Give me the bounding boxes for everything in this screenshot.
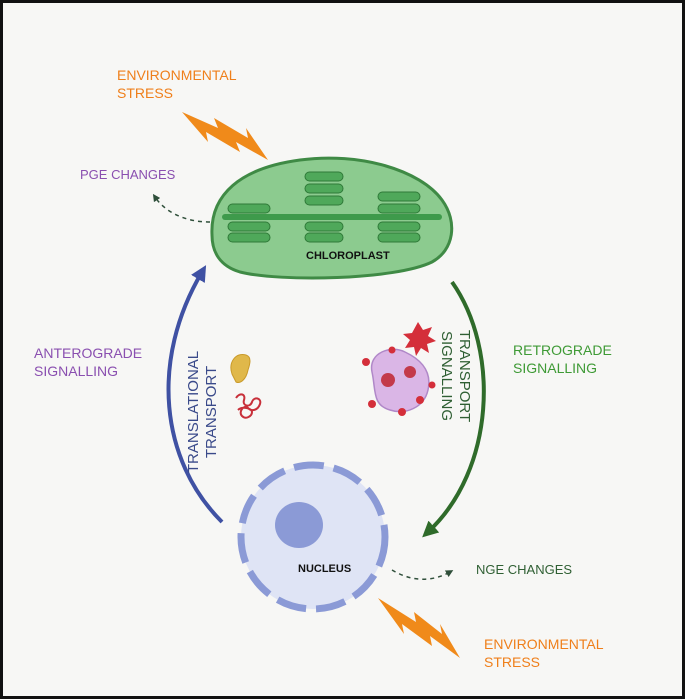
bottom-stress-line1: ENVIRONMENTAL	[484, 636, 604, 652]
nge-dashed-arrow	[391, 569, 454, 580]
protein-icon	[230, 353, 251, 383]
anterograde-label: ANTEROGRADE SIGNALLING	[34, 344, 142, 380]
nucleolus	[275, 502, 323, 548]
chloroplast	[210, 156, 454, 280]
retrograde-arrow	[422, 280, 486, 538]
bottom-stress-line2: STRESS	[484, 654, 541, 670]
transport-signalling-line1: TRANSPORT	[456, 329, 473, 423]
top-stress-line2: STRESS	[117, 85, 174, 101]
anterograde-line2: SIGNALLING	[34, 363, 119, 379]
nge-changes-label: NGE CHANGES	[476, 562, 573, 577]
top-stress-line1: ENVIRONMENTAL	[117, 67, 237, 83]
lightning-icon	[378, 598, 460, 658]
nucleus	[237, 461, 389, 613]
anterograde-line1: ANTEROGRADE	[34, 345, 143, 361]
nucleus-label: NUCLEUS	[298, 563, 352, 575]
transport-signalling-line2: SIGNALLING	[438, 330, 455, 422]
retrograde-line1: RETROGRADE	[513, 342, 612, 358]
ros-cluster-icon	[362, 322, 436, 416]
top-stress-label: ENVIRONMENTAL STRESS	[117, 66, 237, 102]
anterograde-arrow	[166, 265, 224, 524]
translational-line1: TRANSLATIONAL	[185, 350, 202, 474]
pge-changes-label: PGE CHANGES	[80, 167, 176, 182]
translational-transport-label: TRANSLATIONAL TRANSPORT	[185, 347, 225, 477]
transport-signalling-label: TRANSPORT SIGNALLING	[433, 321, 473, 431]
bottom-stress-label: ENVIRONMENTAL STRESS	[484, 635, 604, 671]
translational-line2: TRANSPORT	[203, 365, 220, 459]
lightning-icon	[182, 112, 268, 160]
rna-icon	[235, 393, 262, 419]
retrograde-label: RETROGRADE SIGNALLING	[513, 341, 612, 377]
pge-dashed-arrow	[152, 193, 211, 223]
chloroplast-label: CHLOROPLAST	[306, 250, 390, 262]
retrograde-line2: SIGNALLING	[513, 360, 598, 376]
